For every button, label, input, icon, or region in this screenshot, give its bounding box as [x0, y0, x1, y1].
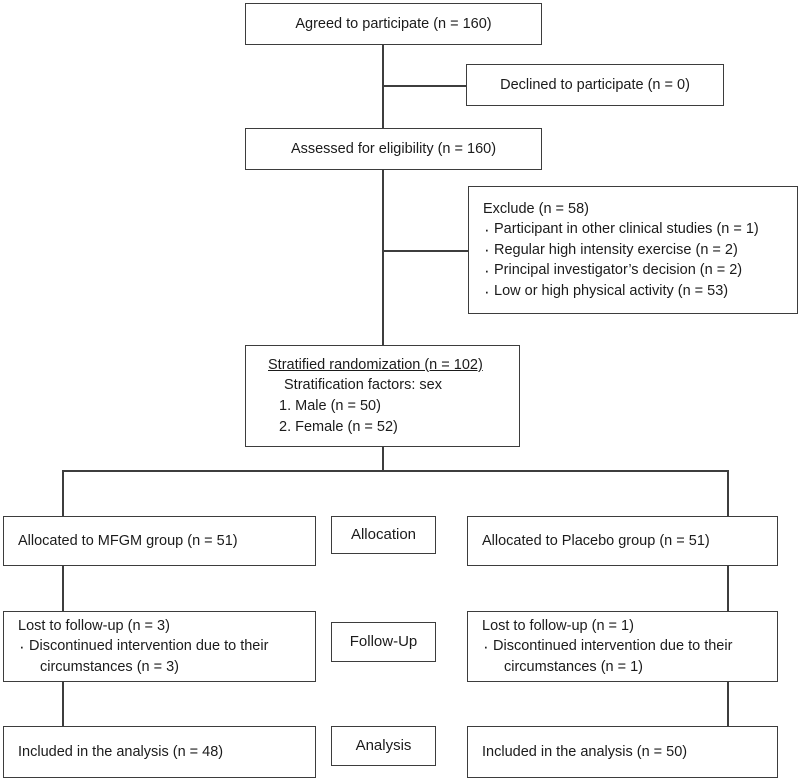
node-exclude-reason-3: Principal investigator’s decision (n = 2… — [483, 259, 789, 283]
node-declined-to-participate: Declined to participate (n = 0) — [466, 64, 724, 106]
node-lost-mfgm-detail-line-2: circumstances (n = 3) — [40, 658, 180, 675]
node-exclude-reason-1: Participant in other clinical studies (n… — [483, 218, 789, 242]
node-allocated-mfgm-label: Allocated to MFGM group (n = 51) — [18, 532, 238, 549]
node-allocated-placebo-label: Allocated to Placebo group (n = 51) — [482, 532, 710, 549]
stage-label-followup: Follow-Up — [331, 622, 436, 662]
connector-right-allocated-to-lost — [727, 566, 729, 611]
connector-right-lost-to-analysis — [727, 682, 729, 726]
connector-assessed-to-randomization — [382, 170, 384, 346]
stage-allocation-text: Allocation — [350, 526, 417, 544]
node-exclude-heading: Exclude (n = 58) — [483, 200, 589, 217]
node-allocated-placebo: Allocated to Placebo group (n = 51) — [467, 516, 778, 566]
node-lost-placebo-detail-line-2: circumstances (n = 1) — [504, 658, 644, 675]
connector-split-left-drop — [62, 470, 64, 517]
node-assessed-label: Assessed for eligibility (n = 160) — [290, 140, 497, 157]
node-agreed-label: Agreed to participate (n = 160) — [295, 15, 492, 32]
node-randomization-stratum-2: 2. Female (n = 52) — [279, 418, 398, 435]
node-lost-followup-placebo: Lost to follow-up (n = 1) Discontinued i… — [467, 611, 778, 682]
stage-label-analysis: Analysis — [331, 726, 436, 766]
node-analysis-mfgm-label: Included in the analysis (n = 48) — [18, 743, 224, 760]
connector-left-lost-to-analysis — [62, 682, 64, 726]
node-lost-followup-mfgm: Lost to follow-up (n = 3) Discontinued i… — [3, 611, 316, 682]
node-lost-placebo-detail-line-1: Discontinued intervention due to their — [482, 635, 769, 659]
node-exclude-reason-2: Regular high intensity exercise (n = 2) — [483, 238, 789, 262]
node-stratified-randomization: Stratified randomization (n = 102) Strat… — [245, 345, 520, 447]
node-analysis-placebo-label: Included in the analysis (n = 50) — [482, 743, 688, 760]
stage-analysis-text: Analysis — [355, 737, 412, 755]
stage-followup-text: Follow-Up — [349, 633, 418, 651]
node-analysis-placebo: Included in the analysis (n = 50) — [467, 726, 778, 778]
node-lost-mfgm-detail-line-1: Discontinued intervention due to their — [18, 635, 307, 659]
node-lost-placebo-heading: Lost to follow-up (n = 1) — [482, 617, 634, 634]
node-exclude: Exclude (n = 58) Participant in other cl… — [468, 186, 798, 314]
connector-to-declined — [382, 85, 467, 87]
node-assessed-for-eligibility: Assessed for eligibility (n = 160) — [245, 128, 542, 170]
node-allocated-mfgm: Allocated to MFGM group (n = 51) — [3, 516, 316, 566]
node-lost-mfgm-heading: Lost to follow-up (n = 3) — [18, 617, 170, 634]
node-analysis-mfgm: Included in the analysis (n = 48) — [3, 726, 316, 778]
node-exclude-reason-4: Low or high physical activity (n = 53) — [483, 280, 789, 304]
connector-to-exclude — [382, 250, 469, 252]
node-randomization-stratum-1: 1. Male (n = 50) — [279, 398, 381, 414]
node-declined-label: Declined to participate (n = 0) — [500, 76, 690, 93]
connector-split-right-drop — [727, 470, 729, 517]
stage-label-allocation: Allocation — [331, 516, 436, 554]
node-agreed-to-participate: Agreed to participate (n = 160) — [245, 3, 542, 45]
connector-left-allocated-to-lost — [62, 566, 64, 611]
connector-randomization-to-split — [382, 447, 384, 472]
node-randomization-factors: Stratification factors: sex — [284, 377, 442, 394]
node-randomization-heading: Stratified randomization (n = 102) — [268, 356, 483, 373]
connector-allocation-split-bar — [62, 470, 729, 472]
